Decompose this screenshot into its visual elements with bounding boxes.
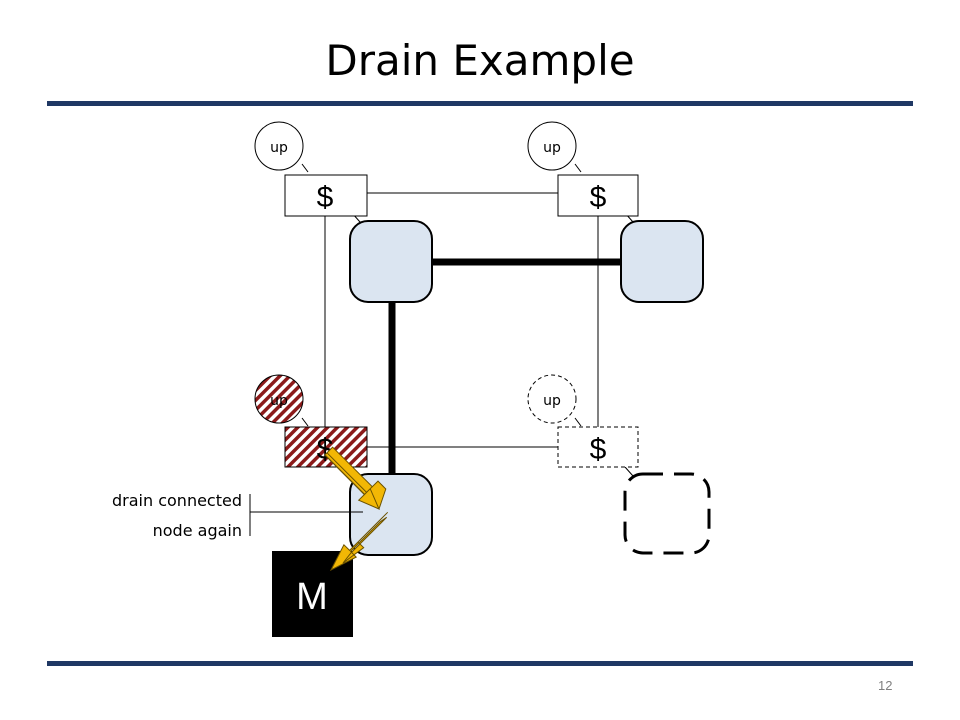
drain-arrow-node-to-memory bbox=[329, 511, 389, 572]
cache-box-top-left bbox=[284, 174, 368, 217]
cache-label-top-right: $ bbox=[590, 181, 607, 214]
annotation-line-1: drain connected bbox=[112, 491, 242, 510]
status-circle-top-right bbox=[527, 121, 577, 171]
cache-box-top-right bbox=[557, 174, 639, 217]
slide-title: Drain Example bbox=[325, 36, 635, 85]
cache-box-bottom-right-dashed bbox=[557, 426, 639, 468]
memory-label: M bbox=[296, 576, 328, 618]
bottom-rule bbox=[47, 661, 913, 666]
cache-label-top-left: $ bbox=[317, 181, 334, 214]
status-label-bottom-left: up bbox=[270, 393, 288, 409]
annotation-bracket bbox=[249, 494, 363, 536]
top-rule bbox=[47, 101, 913, 106]
status-label-top-right: up bbox=[543, 140, 561, 156]
status-label-top-left: up bbox=[270, 140, 288, 156]
status-circle-top-left bbox=[254, 121, 304, 171]
drain-arrow-cache-to-node bbox=[324, 446, 387, 510]
annotation-line-2: node again bbox=[153, 521, 242, 540]
node-top-left bbox=[349, 220, 433, 303]
status-circle-bottom-left-hatched bbox=[254, 374, 304, 424]
page-number: 12 bbox=[878, 678, 893, 693]
node-top-right bbox=[620, 220, 704, 303]
thick-links bbox=[388, 258, 621, 474]
status-circle-bottom-right-dashed bbox=[527, 374, 577, 424]
node-bottom-right-drained bbox=[623, 472, 711, 555]
cache-label-bottom-right: $ bbox=[590, 433, 607, 466]
status-label-bottom-right: up bbox=[543, 393, 561, 409]
cache-box-bottom-left-hatched bbox=[284, 426, 368, 468]
